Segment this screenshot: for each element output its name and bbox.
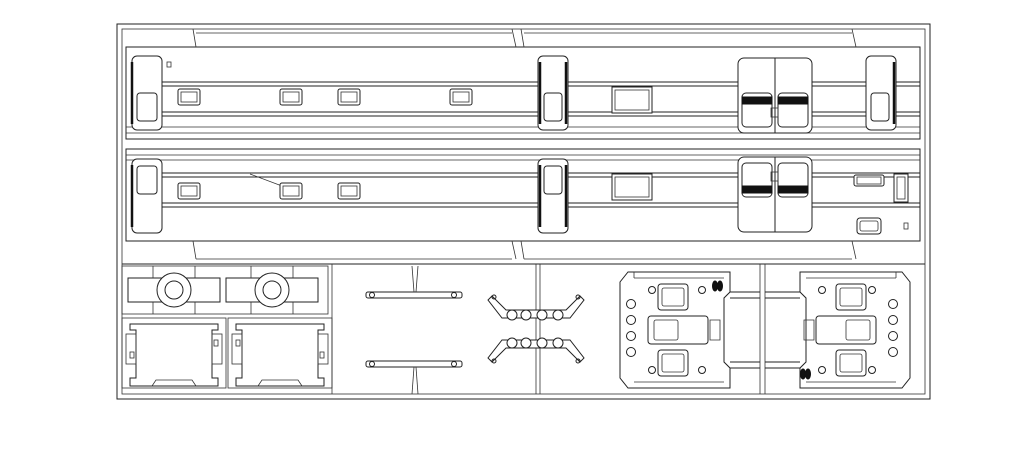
lower-access-panel [611, 173, 653, 201]
truck-right [765, 271, 911, 389]
linkage-lower [487, 337, 585, 364]
brake-rod-lower [365, 360, 463, 395]
upper-wheelset-2 [537, 55, 569, 131]
upper-access-panel [611, 86, 653, 114]
lower-end-details [853, 173, 909, 235]
lower-windows [177, 182, 361, 200]
lower-wheelset-1 [130, 158, 163, 234]
bolster-frame-1 [121, 317, 227, 389]
journal-box-group [121, 265, 329, 315]
upper-wheelset-1 [130, 55, 172, 131]
sprue-outer-frame [116, 23, 931, 400]
lower-wheelset-2 [537, 158, 569, 234]
upper-wheelset-3 [865, 55, 897, 131]
linkage-upper [487, 294, 585, 321]
lower-door-pair [737, 156, 813, 233]
upper-door-pair [737, 57, 813, 134]
bolster-frame-2 [227, 317, 333, 389]
upper-windows [177, 88, 473, 106]
brake-rod-upper [365, 265, 463, 299]
truck-left [619, 271, 760, 389]
